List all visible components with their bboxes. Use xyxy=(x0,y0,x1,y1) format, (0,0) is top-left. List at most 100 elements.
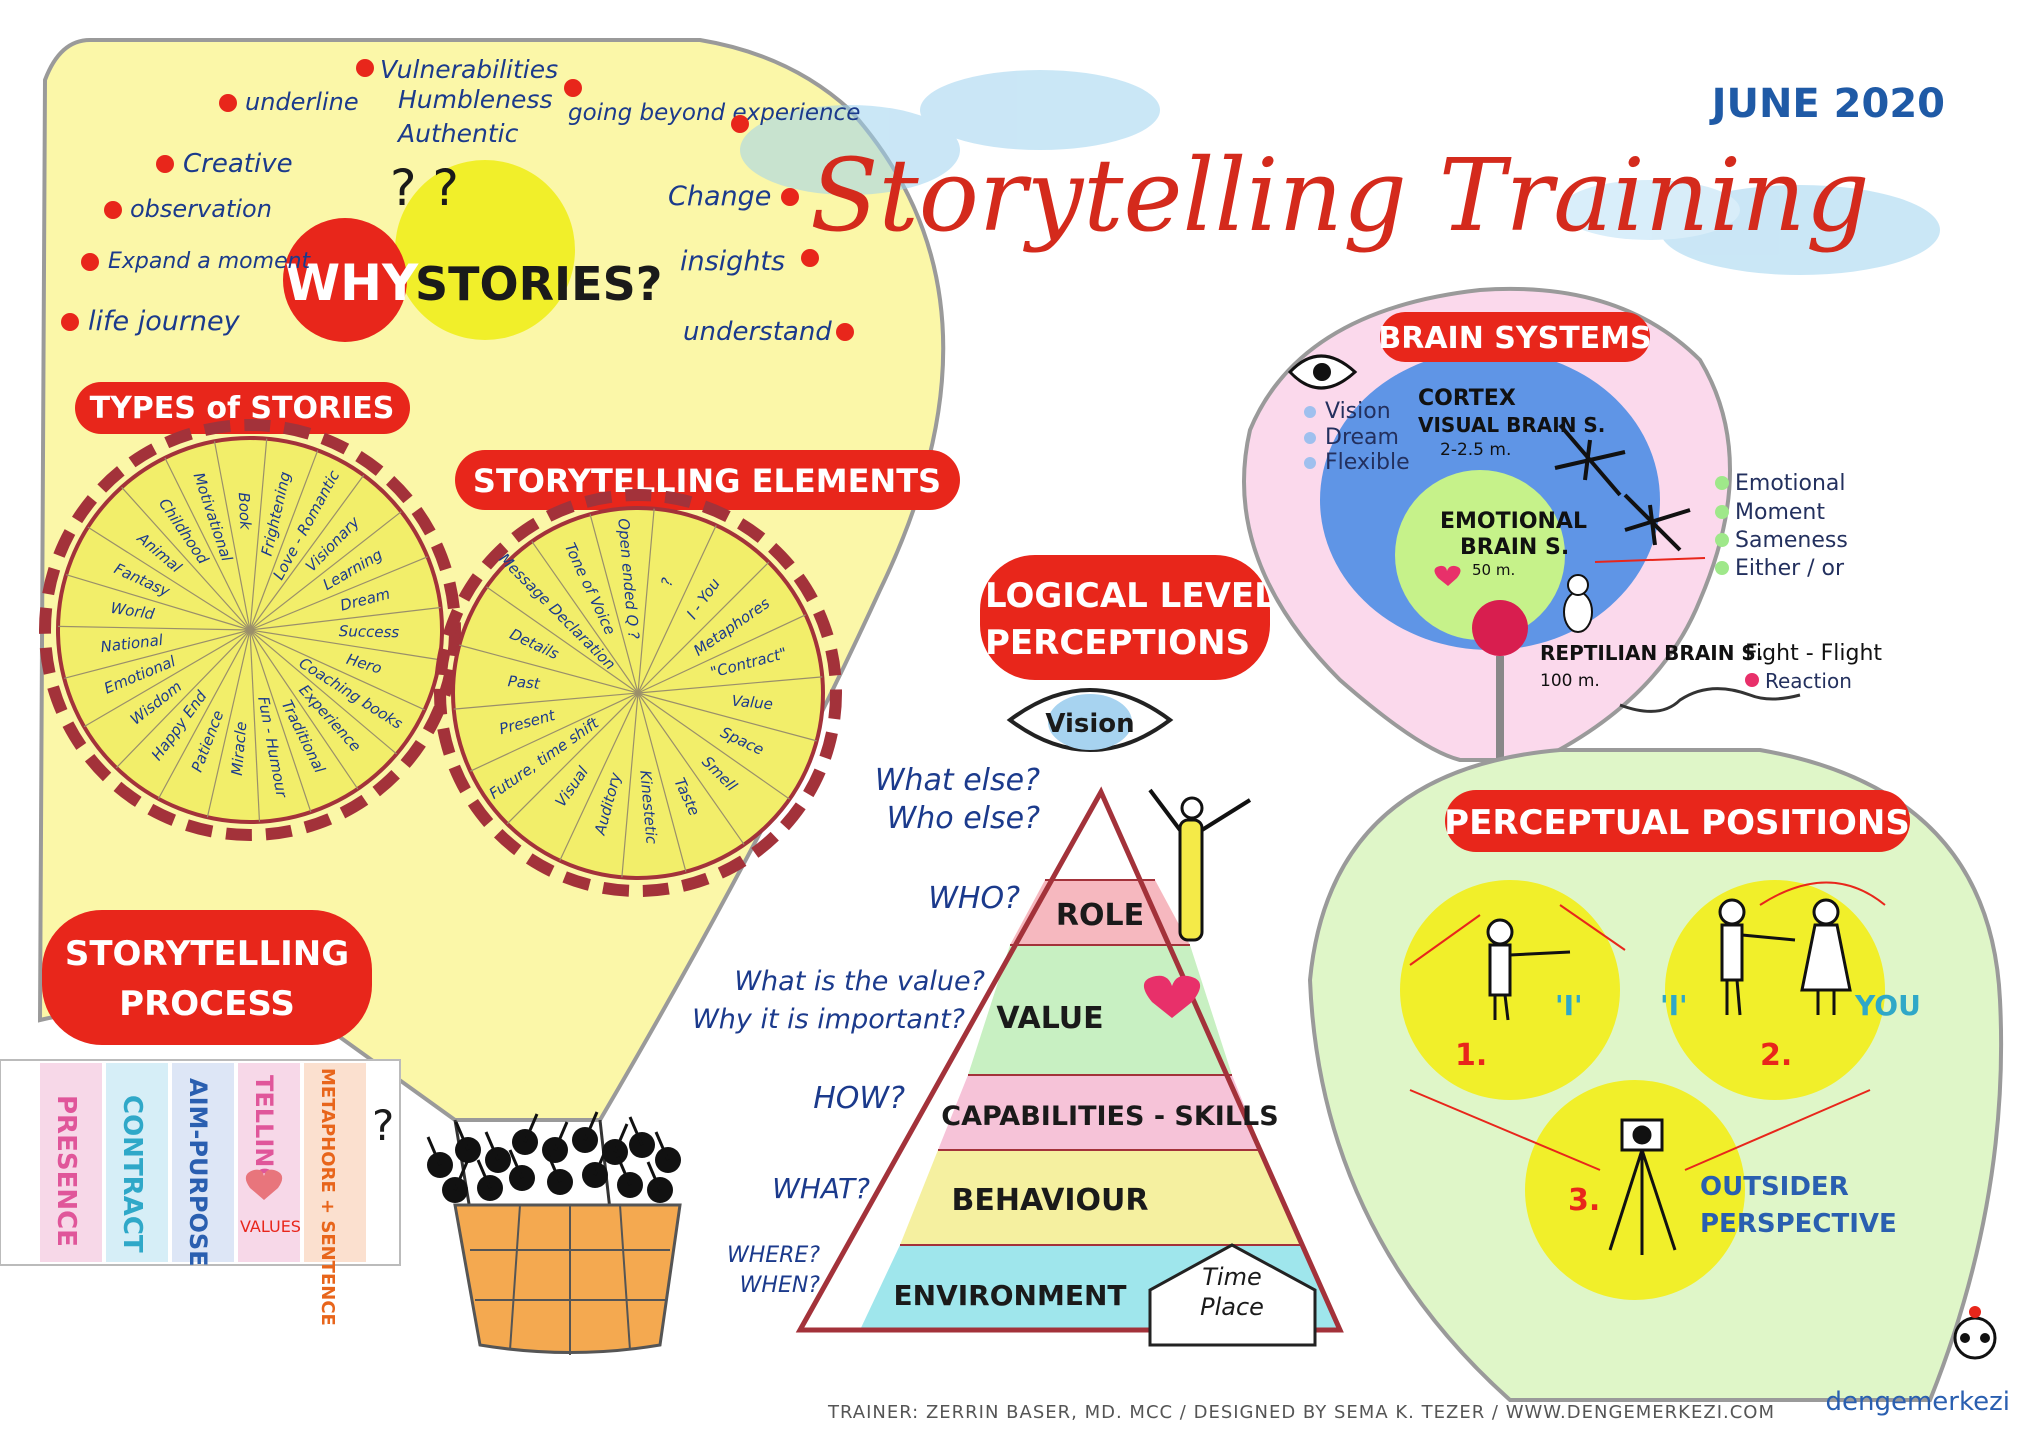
passenger-arm xyxy=(453,1161,469,1191)
reptilian-age: 100 m. xyxy=(1540,671,1600,691)
story-element-spoke xyxy=(589,514,639,694)
reptilian-trait-fight-flight: Fight - Flight xyxy=(1745,641,1882,666)
story-element-spoke xyxy=(621,692,639,878)
perceptual-heading-pill xyxy=(1445,790,1910,852)
process-step-metaphore: METAPHORE + SENTENCE xyxy=(317,1068,338,1326)
story-element-spoke xyxy=(637,692,790,800)
story-type-spoke xyxy=(249,629,440,661)
why-red-circle xyxy=(283,218,407,342)
process-step-telling: TELLING xyxy=(250,1075,278,1187)
types-wheel-spokes xyxy=(58,438,441,822)
story-element-spoke xyxy=(531,541,639,694)
reptilian-title: REPTILIAN BRAIN S. xyxy=(1540,641,1763,665)
elements-heading-pill xyxy=(455,450,960,510)
process-step-bg-4 xyxy=(238,1063,300,1262)
passenger-arm xyxy=(454,1121,470,1151)
vision-label: Vision xyxy=(1045,709,1134,739)
passenger-arm xyxy=(476,1159,492,1189)
cortex-title: CORTEX xyxy=(1418,386,1516,411)
story-element-spoke xyxy=(637,692,817,742)
cortex-trait-dream: Dream xyxy=(1325,425,1399,450)
story-element-spoke xyxy=(637,692,687,872)
story-element-spoke xyxy=(637,676,823,694)
process-step-presence: PRESENCE xyxy=(51,1095,81,1247)
passenger-arm xyxy=(553,1121,569,1151)
reason-authentic: Authentic xyxy=(396,119,519,148)
story-type-spoke xyxy=(87,526,251,631)
logical-levels: LOGICAL LEVELS of PERCEPTIONS Vision ROL… xyxy=(692,555,1351,1347)
story-type-label: Miracle xyxy=(228,721,251,776)
story-element-spoke xyxy=(637,561,770,694)
process-heading-line1: STORYTELLING xyxy=(65,934,349,974)
level-role: ROLE xyxy=(1056,898,1144,933)
passenger-arm xyxy=(654,1131,670,1161)
story-type-label: Book xyxy=(235,492,255,531)
story-element-spoke xyxy=(453,692,639,710)
reason-underline: underline xyxy=(245,88,359,116)
brain-heading: BRAIN SYSTEMS xyxy=(1378,321,1651,356)
logical-heading-pill xyxy=(980,555,1270,680)
reason-insights: insights xyxy=(680,246,785,277)
process-step-aim-purpose: AIM-PURPOSE xyxy=(184,1078,212,1267)
story-type-spoke xyxy=(83,629,251,728)
story-type-spoke xyxy=(249,629,312,813)
story-element-spoke xyxy=(637,614,806,694)
position-1-number: 1. xyxy=(1455,1038,1487,1073)
story-element-spoke xyxy=(559,692,639,861)
elements-wheel-spokes xyxy=(453,508,823,878)
passenger-arm xyxy=(484,1131,500,1161)
story-element-spoke xyxy=(470,692,639,772)
heart-icon xyxy=(1434,565,1461,586)
level-band-behaviour xyxy=(900,1150,1300,1245)
story-type-spoke xyxy=(213,441,251,631)
story-type-spoke xyxy=(65,574,251,631)
story-type-spoke xyxy=(121,486,251,631)
logo-icon xyxy=(1953,1306,1997,1360)
cloud-decoration xyxy=(740,70,1940,275)
emotional-sub: BRAIN S. xyxy=(1460,535,1569,560)
story-element-spoke xyxy=(637,525,717,694)
why-stories: WHY STORIES? ? ? xyxy=(283,159,662,342)
position-1-label: 'I' xyxy=(1555,989,1583,1022)
story-type-spoke xyxy=(249,629,359,790)
story-element-spoke xyxy=(637,692,745,845)
types-heading-pill xyxy=(75,382,410,434)
perceptual-positions: PERCEPTUAL POSITIONS 'I' 1. xyxy=(1307,748,2004,1402)
story-type-spoke xyxy=(249,606,441,631)
story-element-spoke xyxy=(506,692,639,825)
question-who: WHO? xyxy=(928,881,1020,916)
passenger-arm xyxy=(616,1156,632,1186)
stories-heading: STORIES? xyxy=(415,257,662,311)
logical-heading-line2: PERCEPTIONS xyxy=(985,623,1250,663)
story-type-spoke xyxy=(164,457,251,631)
level-capabilities: CAPABILITIES - SKILLS xyxy=(941,1101,1278,1132)
passenger-arm xyxy=(426,1136,442,1166)
elements-heading: STORYTELLING ELEMENTS xyxy=(473,462,941,500)
reason-understand: understand xyxy=(683,317,832,347)
footer-brand: dengemerkezi xyxy=(1826,1387,2011,1417)
reason-humbleness: Humbleness xyxy=(398,85,552,114)
question-what-else: What else? xyxy=(875,763,1040,798)
process-step-bg-3 xyxy=(172,1063,234,1262)
person-icon xyxy=(1148,788,1252,942)
heart-icon xyxy=(245,1169,283,1200)
person-icon xyxy=(1718,898,1852,1016)
story-type-spoke xyxy=(157,629,251,800)
story-type-spoke xyxy=(249,474,365,631)
balloon-basket xyxy=(426,1111,682,1355)
process-step-bg-2 xyxy=(106,1063,168,1262)
passenger-arm xyxy=(593,1146,609,1176)
story-element-spoke xyxy=(637,508,655,694)
heart-icon xyxy=(1143,975,1201,1018)
story-type-spoke xyxy=(249,438,268,631)
position-2-you: YOU xyxy=(1854,989,1921,1022)
question-how: HOW? xyxy=(813,1081,905,1116)
storytelling-process: STORYTELLING PROCESS PRESENCE CONTRACT A… xyxy=(0,910,401,1326)
position-2-number: 2. xyxy=(1760,1038,1792,1073)
story-element-spoke xyxy=(486,586,639,694)
story-type-spoke xyxy=(58,625,251,631)
question-what: WHAT? xyxy=(772,1172,870,1205)
emotional-trait-moment: Moment xyxy=(1735,500,1825,525)
